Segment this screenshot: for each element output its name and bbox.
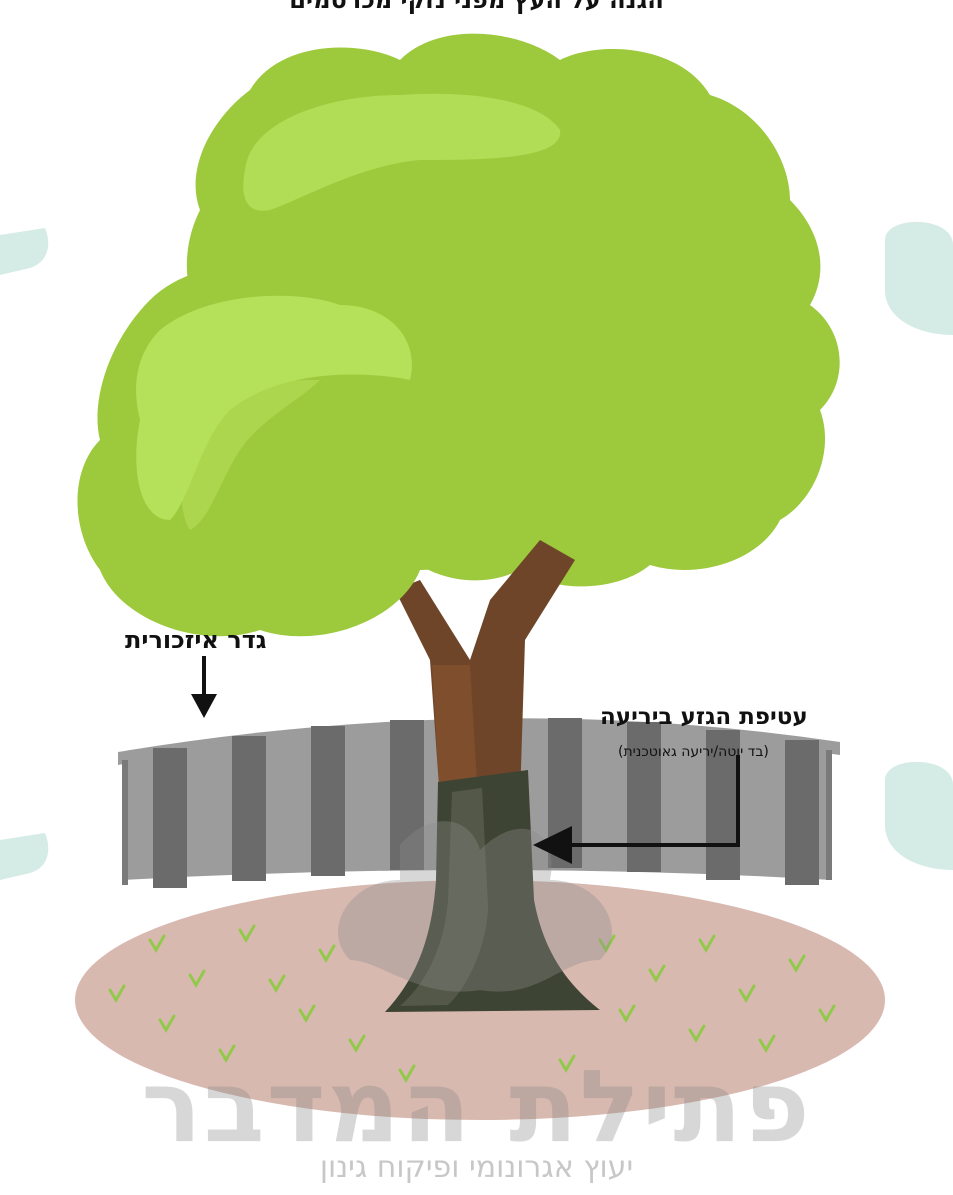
fence-label: גדר איזכורית <box>125 626 267 654</box>
down-arrow-icon <box>191 656 217 718</box>
edge-watermark-marks <box>0 221 953 880</box>
trunk-wrap-label: עטיפת הגזע ביריעה <box>600 704 808 730</box>
tree-trunk <box>395 540 575 800</box>
trunk-wrap <box>385 770 600 1012</box>
center-watermark-shape <box>338 821 612 992</box>
front-canopy <box>77 263 517 637</box>
watermark-brand: פתילת המדבר <box>141 1048 812 1165</box>
grass-tufts <box>108 924 836 1083</box>
trunk-wrap-sublabel: (בד יוטה/יריעה גאוטכנית) <box>618 744 769 760</box>
page-caption: הגנה על העץ מפני נזקי מכרסמים <box>289 0 664 14</box>
watermark-tagline: יעוץ אגרונומי ופיקוח גינון <box>319 1150 634 1185</box>
left-arrow-icon <box>533 755 740 864</box>
